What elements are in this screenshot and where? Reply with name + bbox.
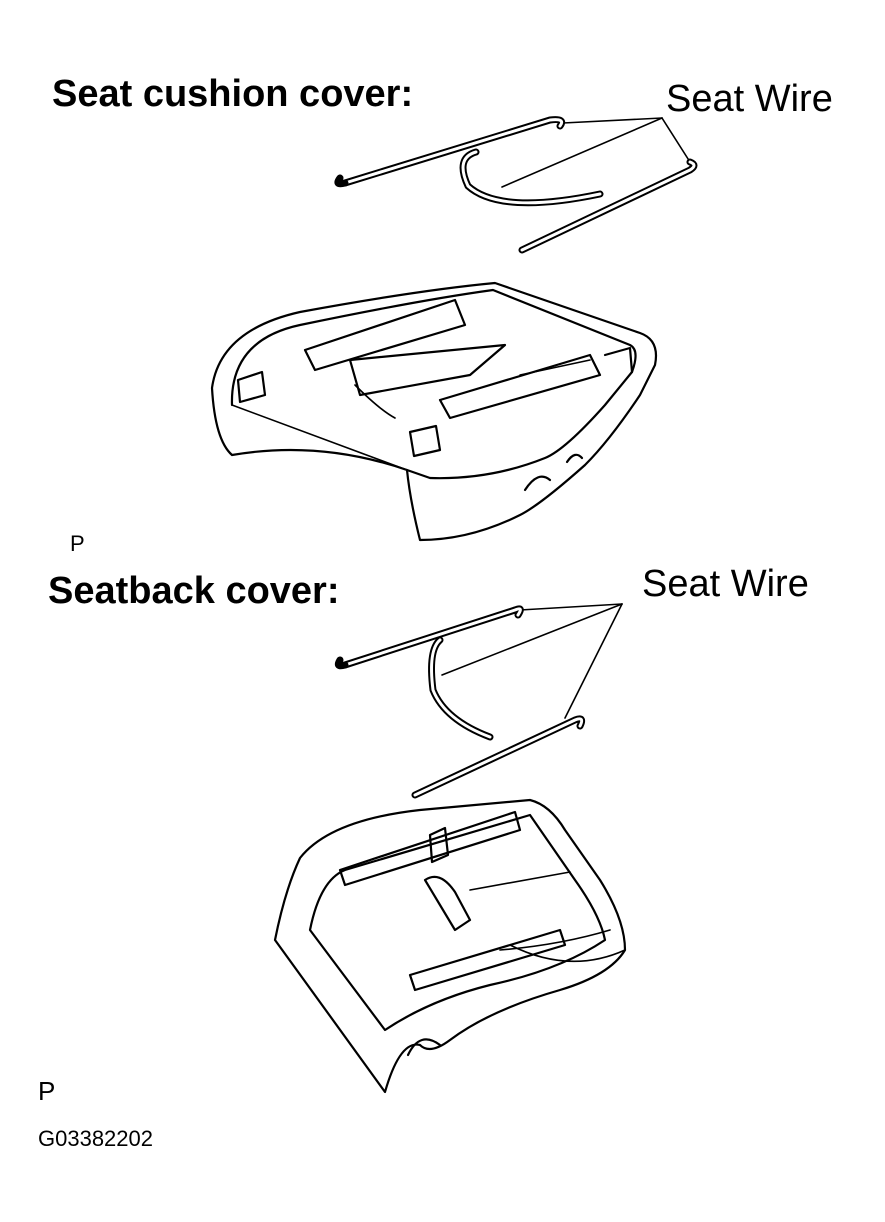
seatback-marker: P (38, 1076, 56, 1106)
seat-cushion-title: Seat cushion cover: (52, 73, 414, 115)
figure-code: G03382202 (38, 1126, 153, 1151)
seatback-title: Seatback cover: (48, 570, 340, 612)
seatback-wire-callout: Seat Wire (642, 563, 809, 605)
seat-cushion-marker: P (70, 531, 85, 556)
seat-cushion-wire-callout: Seat Wire (666, 78, 833, 120)
